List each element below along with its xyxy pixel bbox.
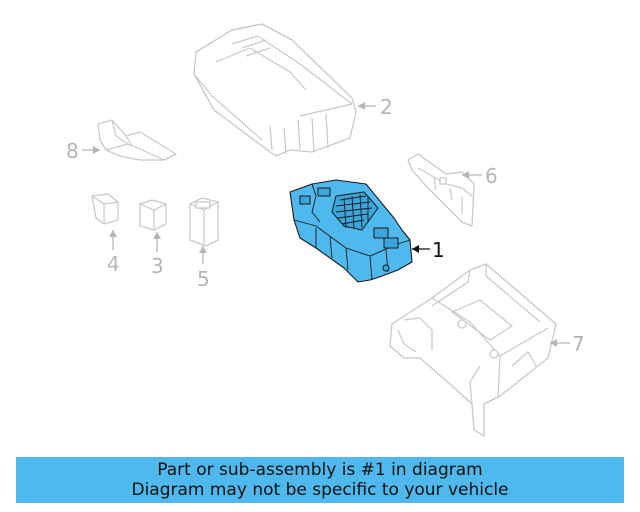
banner-line-1: Part or sub-assembly is #1 in diagram [157,460,483,480]
callout-2-label: 2 [380,95,393,119]
part-5-fuse[interactable] [189,197,219,247]
callout-6-label: 6 [485,164,498,188]
banner-line-2: Diagram may not be specific to your vehi… [131,480,509,500]
part-8-bracket[interactable] [97,119,177,161]
part-1-fuse-box[interactable] [289,179,413,283]
callout-4: 4 [107,230,120,276]
parts-diagram: 2 8 6 4 3 5 1 7 [66,23,585,437]
callout-8: 8 [66,139,100,163]
callout-3: 3 [151,232,164,278]
callout-3-label: 3 [151,254,164,278]
part-4-fuse[interactable] [91,193,119,225]
part-6-bracket[interactable] [407,153,475,227]
callout-5-label: 5 [197,267,210,291]
callout-2: 2 [358,95,393,119]
part-7-tray[interactable] [389,263,557,437]
callout-4-label: 4 [107,252,120,276]
callout-7-label: 7 [572,332,585,356]
part-3-relay[interactable] [139,199,167,231]
callout-5: 5 [197,246,210,291]
callout-1-label: 1 [432,238,445,262]
info-banner: Part or sub-assembly is #1 in diagram Di… [16,457,624,503]
callout-6: 6 [462,164,498,188]
part-2-cover[interactable] [193,23,357,157]
callout-7: 7 [550,332,585,356]
callout-1: 1 [412,238,445,262]
callout-8-label: 8 [66,139,79,163]
